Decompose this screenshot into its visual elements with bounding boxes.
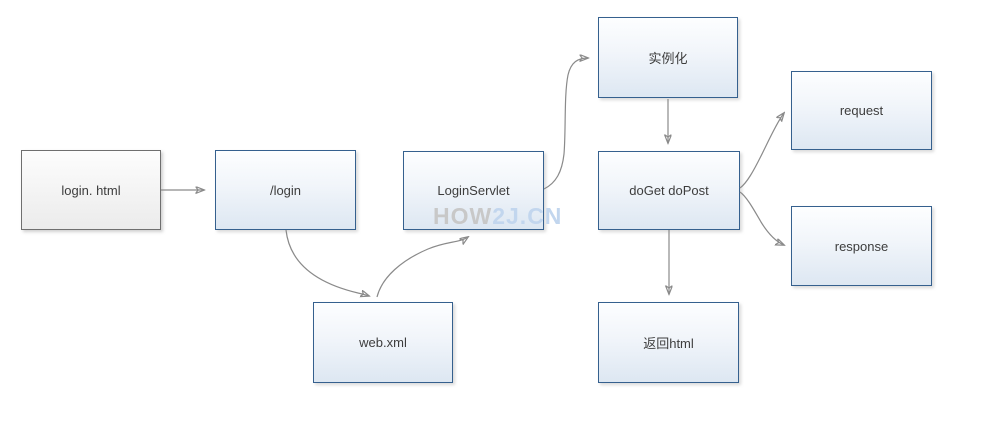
node-label-doget-dopost: doGet doPost [629, 183, 709, 198]
node-request: request [791, 71, 932, 150]
edge-doget-dopost-to-request [739, 113, 784, 189]
node-label-return-html: 返回html [643, 336, 694, 351]
node-label-login-servlet: LoginServlet [437, 183, 510, 198]
node-label-web-xml: web.xml [359, 335, 407, 350]
node-label-request: request [839, 103, 884, 118]
node-instantiate: 实例化 [598, 17, 738, 98]
watermark-text-gray: HOW [433, 203, 493, 229]
node-login-servlet: LoginServlet [403, 151, 544, 230]
edge-login-url-to-web-xml [285, 229, 369, 296]
edge-doget-dopost-to-response [739, 191, 784, 245]
watermark: HOW2J.CN [433, 203, 562, 229]
node-login-url: /login [215, 150, 356, 230]
node-web-xml: web.xml [313, 302, 453, 383]
edge-login-servlet-to-instantiate [543, 58, 588, 190]
node-label-login-url: /login [269, 182, 302, 198]
node-login-html: login. html [21, 150, 161, 230]
edge-web-xml-to-login-servlet [376, 237, 468, 298]
watermark-text-blue: 2J.CN [492, 203, 563, 229]
node-label-login-html: login. html [61, 182, 121, 198]
node-response: response [791, 206, 932, 286]
node-label-instantiate: 实例化 [648, 51, 688, 66]
node-return-html: 返回html [598, 302, 739, 383]
node-doget-dopost: doGet doPost [598, 151, 740, 230]
node-label-response: response [834, 238, 889, 254]
